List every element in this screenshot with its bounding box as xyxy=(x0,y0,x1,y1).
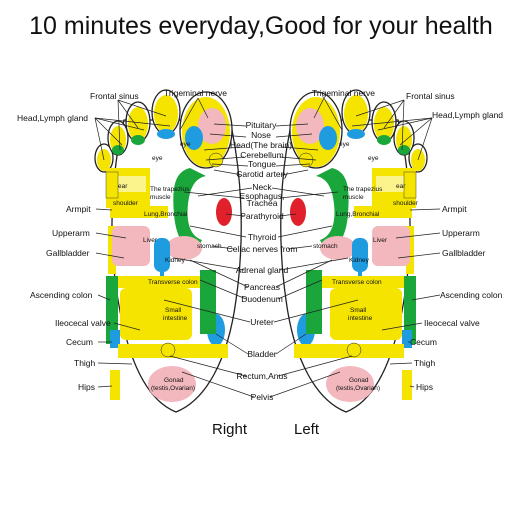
zone-trapezius-left-1: The trapezius xyxy=(343,186,383,193)
zone-shoulder: shoulder xyxy=(113,200,139,207)
zone-small-intestine-left-2: intestine xyxy=(348,315,373,322)
label-frontal-sinus-left: Frontal sinus xyxy=(406,91,455,101)
left-foot xyxy=(280,89,428,413)
zone-small-intestine-1: Small xyxy=(165,307,182,314)
label-ileocecal-valve-left: Ileocecal valve xyxy=(424,318,480,328)
zone-gonad-left-2: (testis,Ovarian) xyxy=(336,385,380,392)
left-foot-zone-labels: eye eye ear The trapezius muscle shoulde… xyxy=(313,141,419,392)
label-thigh-right: Thigh xyxy=(74,358,96,368)
zone-gonad-left-1: Gonad xyxy=(349,377,369,384)
zone-liver-left: Liver xyxy=(373,237,388,244)
zone-stomach: stomach xyxy=(197,243,222,250)
label-ileocecal-valve-right: Ileocecal valve xyxy=(55,318,111,328)
label-upperarm-right: Upperarm xyxy=(52,228,90,238)
label-pelvis: Pelvis xyxy=(251,392,274,402)
zone-kidney-left: Kidney xyxy=(349,257,370,264)
label-neck: Neck xyxy=(252,182,272,192)
zone-lung: Lung,Bronchial xyxy=(144,211,188,218)
zone-eye-2: eye xyxy=(152,155,163,162)
label-celiac-nerves: Celiac nerves from xyxy=(227,244,298,254)
label-thigh-left: Thigh xyxy=(414,358,436,368)
label-pancreas: Pancreas xyxy=(244,282,280,292)
label-trigeminal-nerve-left: Trigeminal nerve xyxy=(312,88,375,98)
label-ureter: Ureter xyxy=(250,317,274,327)
label-frontal-sinus-right: Frontal sinus xyxy=(90,91,139,101)
zone-kidney: Kidney xyxy=(165,257,186,264)
label-esophagus: Esophagus, xyxy=(240,191,285,201)
label-trachea: Trachea xyxy=(247,198,278,208)
zone-trapezius-left-2: muscle xyxy=(343,194,364,201)
right-foot-zone-labels: eye eye ear The trapezius muscle shoulde… xyxy=(113,141,222,392)
label-nose: Nose xyxy=(251,130,271,140)
label-cerebellum: Cerebellum xyxy=(240,150,283,160)
label-adrenal-gland: Adrenal gland xyxy=(236,265,289,275)
label-head-brain: Head(The brain) xyxy=(230,140,292,150)
caption-left-foot: Left xyxy=(294,421,320,438)
label-ascending-colon-left: Ascending colon xyxy=(440,290,503,300)
label-head-lymph-left: Head,Lymph gland xyxy=(432,110,503,120)
zone-small-intestine-2: intestine xyxy=(163,315,188,322)
label-rectum-anus: Rectum,Anus xyxy=(236,371,287,381)
label-armpit-right: Armpit xyxy=(66,204,91,214)
label-tongue: Tongue xyxy=(248,159,276,169)
zone-shoulder-left: shoulder xyxy=(393,200,419,207)
label-carotid-artery: Carotid artery xyxy=(236,169,288,179)
outer-labels-right: Frontal sinus Trigeminal nerve Head,Lymp… xyxy=(17,88,227,392)
label-armpit-left: Armpit xyxy=(442,204,467,214)
zone-trapezius-2: muscle xyxy=(150,194,171,201)
label-hips-right: Hips xyxy=(78,382,95,392)
label-cecum-left: Cecum xyxy=(410,337,437,347)
zone-gonad-2: (testis,Ovarian) xyxy=(151,385,195,392)
zone-eye-left: eye xyxy=(339,141,350,148)
zone-transverse-colon-left: Transverse colon xyxy=(332,279,382,286)
zone-trapezius-1: The trapezius xyxy=(150,186,190,193)
label-thyroid: Thyroid xyxy=(248,232,277,242)
label-gallbladder-right: Gallbladder xyxy=(46,248,90,258)
zone-ear: ear xyxy=(118,183,128,190)
zone-stomach-left: stomach xyxy=(313,243,338,250)
label-hips-left: Hips xyxy=(416,382,433,392)
label-upperarm-left: Upperarm xyxy=(442,228,480,238)
zone-lung-left: Lung,Bronchial xyxy=(336,211,380,218)
label-cecum-right: Cecum xyxy=(66,337,93,347)
zone-liver: Liver xyxy=(143,237,158,244)
zone-ear-left: ear xyxy=(396,183,406,190)
label-duodenum: Duodenum xyxy=(241,294,283,304)
center-labels: Pituitary Nose Head(The brain) Cerebellu… xyxy=(227,120,298,402)
label-trigeminal-nerve-right: Trigeminal nerve xyxy=(164,88,227,98)
label-gallbladder-left: Gallbladder xyxy=(442,248,486,258)
label-parathyroid: Parathyroid xyxy=(240,211,284,221)
label-pituitary: Pituitary xyxy=(246,120,277,130)
outer-labels-left: Frontal sinus Trigeminal nerve Head,Lymp… xyxy=(312,88,503,392)
zone-eye-left-2: eye xyxy=(368,155,379,162)
zone-gonad-1: Gonad xyxy=(164,377,184,384)
label-bladder: Bladder xyxy=(247,349,276,359)
label-head-lymph-right: Head,Lymph gland xyxy=(17,113,88,123)
zone-eye: eye xyxy=(180,141,191,148)
page-title: 10 minutes everyday,Good for your health xyxy=(29,12,493,40)
zone-small-intestine-left-1: Small xyxy=(350,307,367,314)
caption-right-foot: Right xyxy=(212,421,248,438)
leader-lines xyxy=(94,97,441,398)
label-ascending-colon-right: Ascending colon xyxy=(30,290,93,300)
zone-transverse-colon: Transverse colon xyxy=(148,279,198,286)
